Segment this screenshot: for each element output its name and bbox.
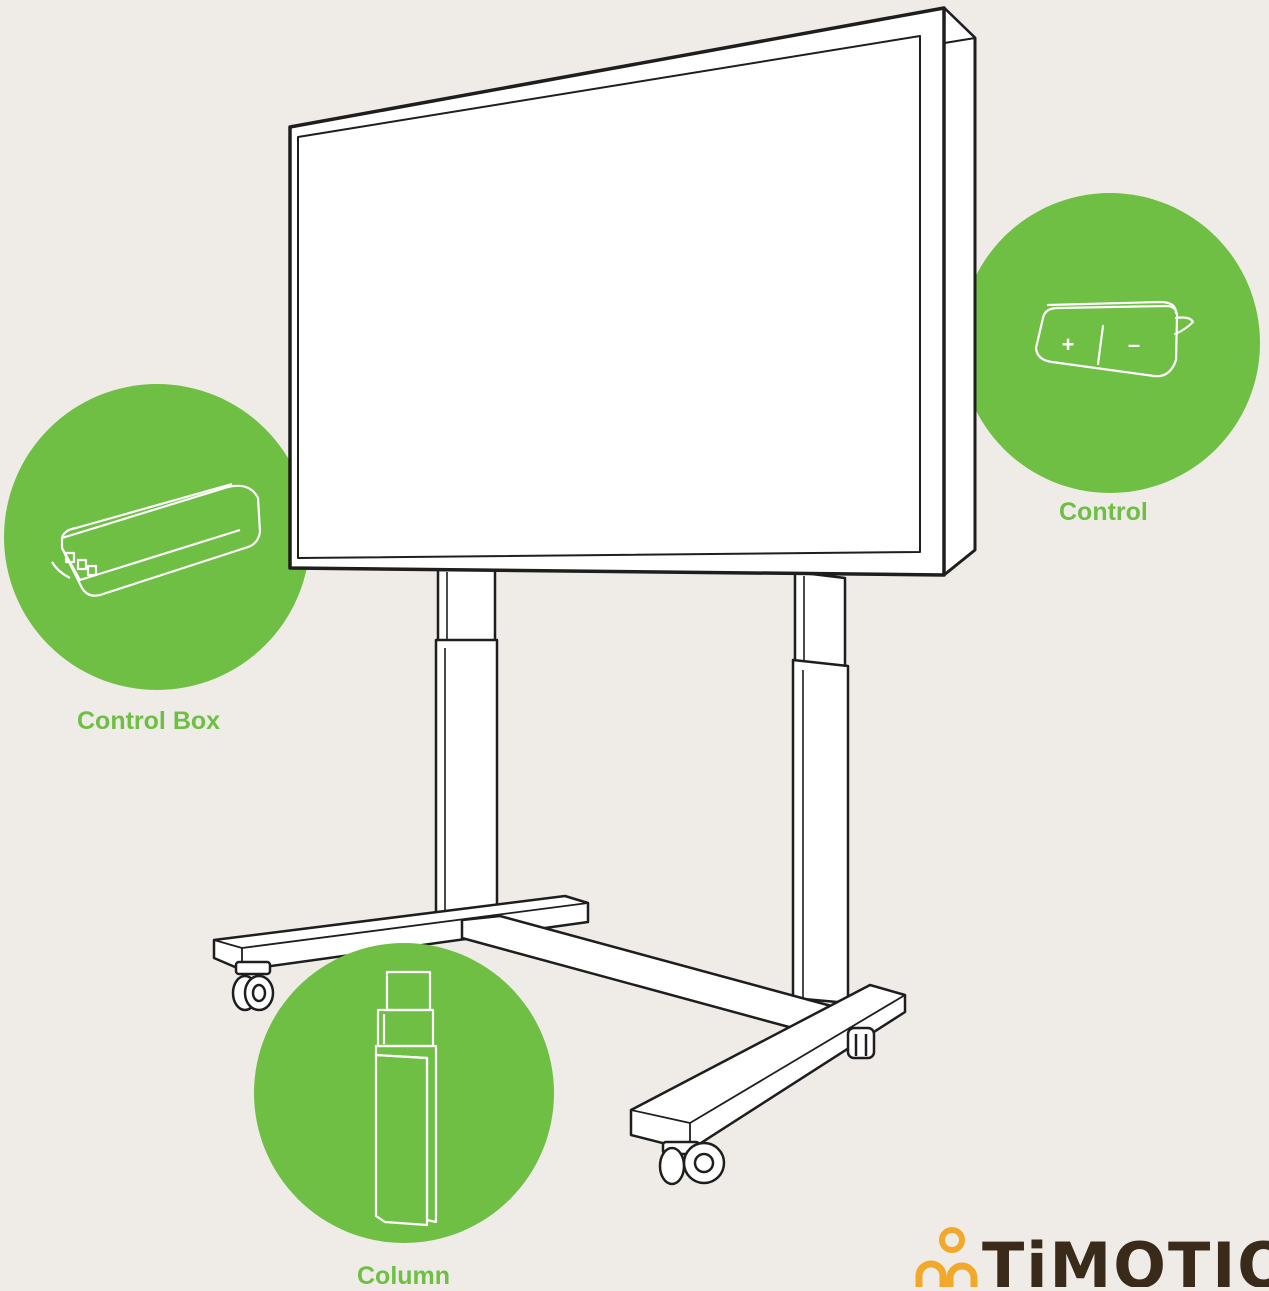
control-minus-symbol: – bbox=[1128, 332, 1140, 357]
control-box-callout-circle bbox=[4, 384, 310, 690]
column-callout-circle bbox=[254, 943, 554, 1243]
control-label: Control bbox=[1059, 498, 1148, 527]
control-plus-symbol: + bbox=[1062, 332, 1075, 357]
display-screen bbox=[290, 8, 975, 575]
logo-wordmark: TiMOTION bbox=[982, 1229, 1269, 1287]
control-callout-circle bbox=[960, 193, 1260, 493]
control-box-label: Control Box bbox=[77, 707, 220, 736]
timotion-logo: TiMOTION bbox=[919, 1229, 1269, 1287]
